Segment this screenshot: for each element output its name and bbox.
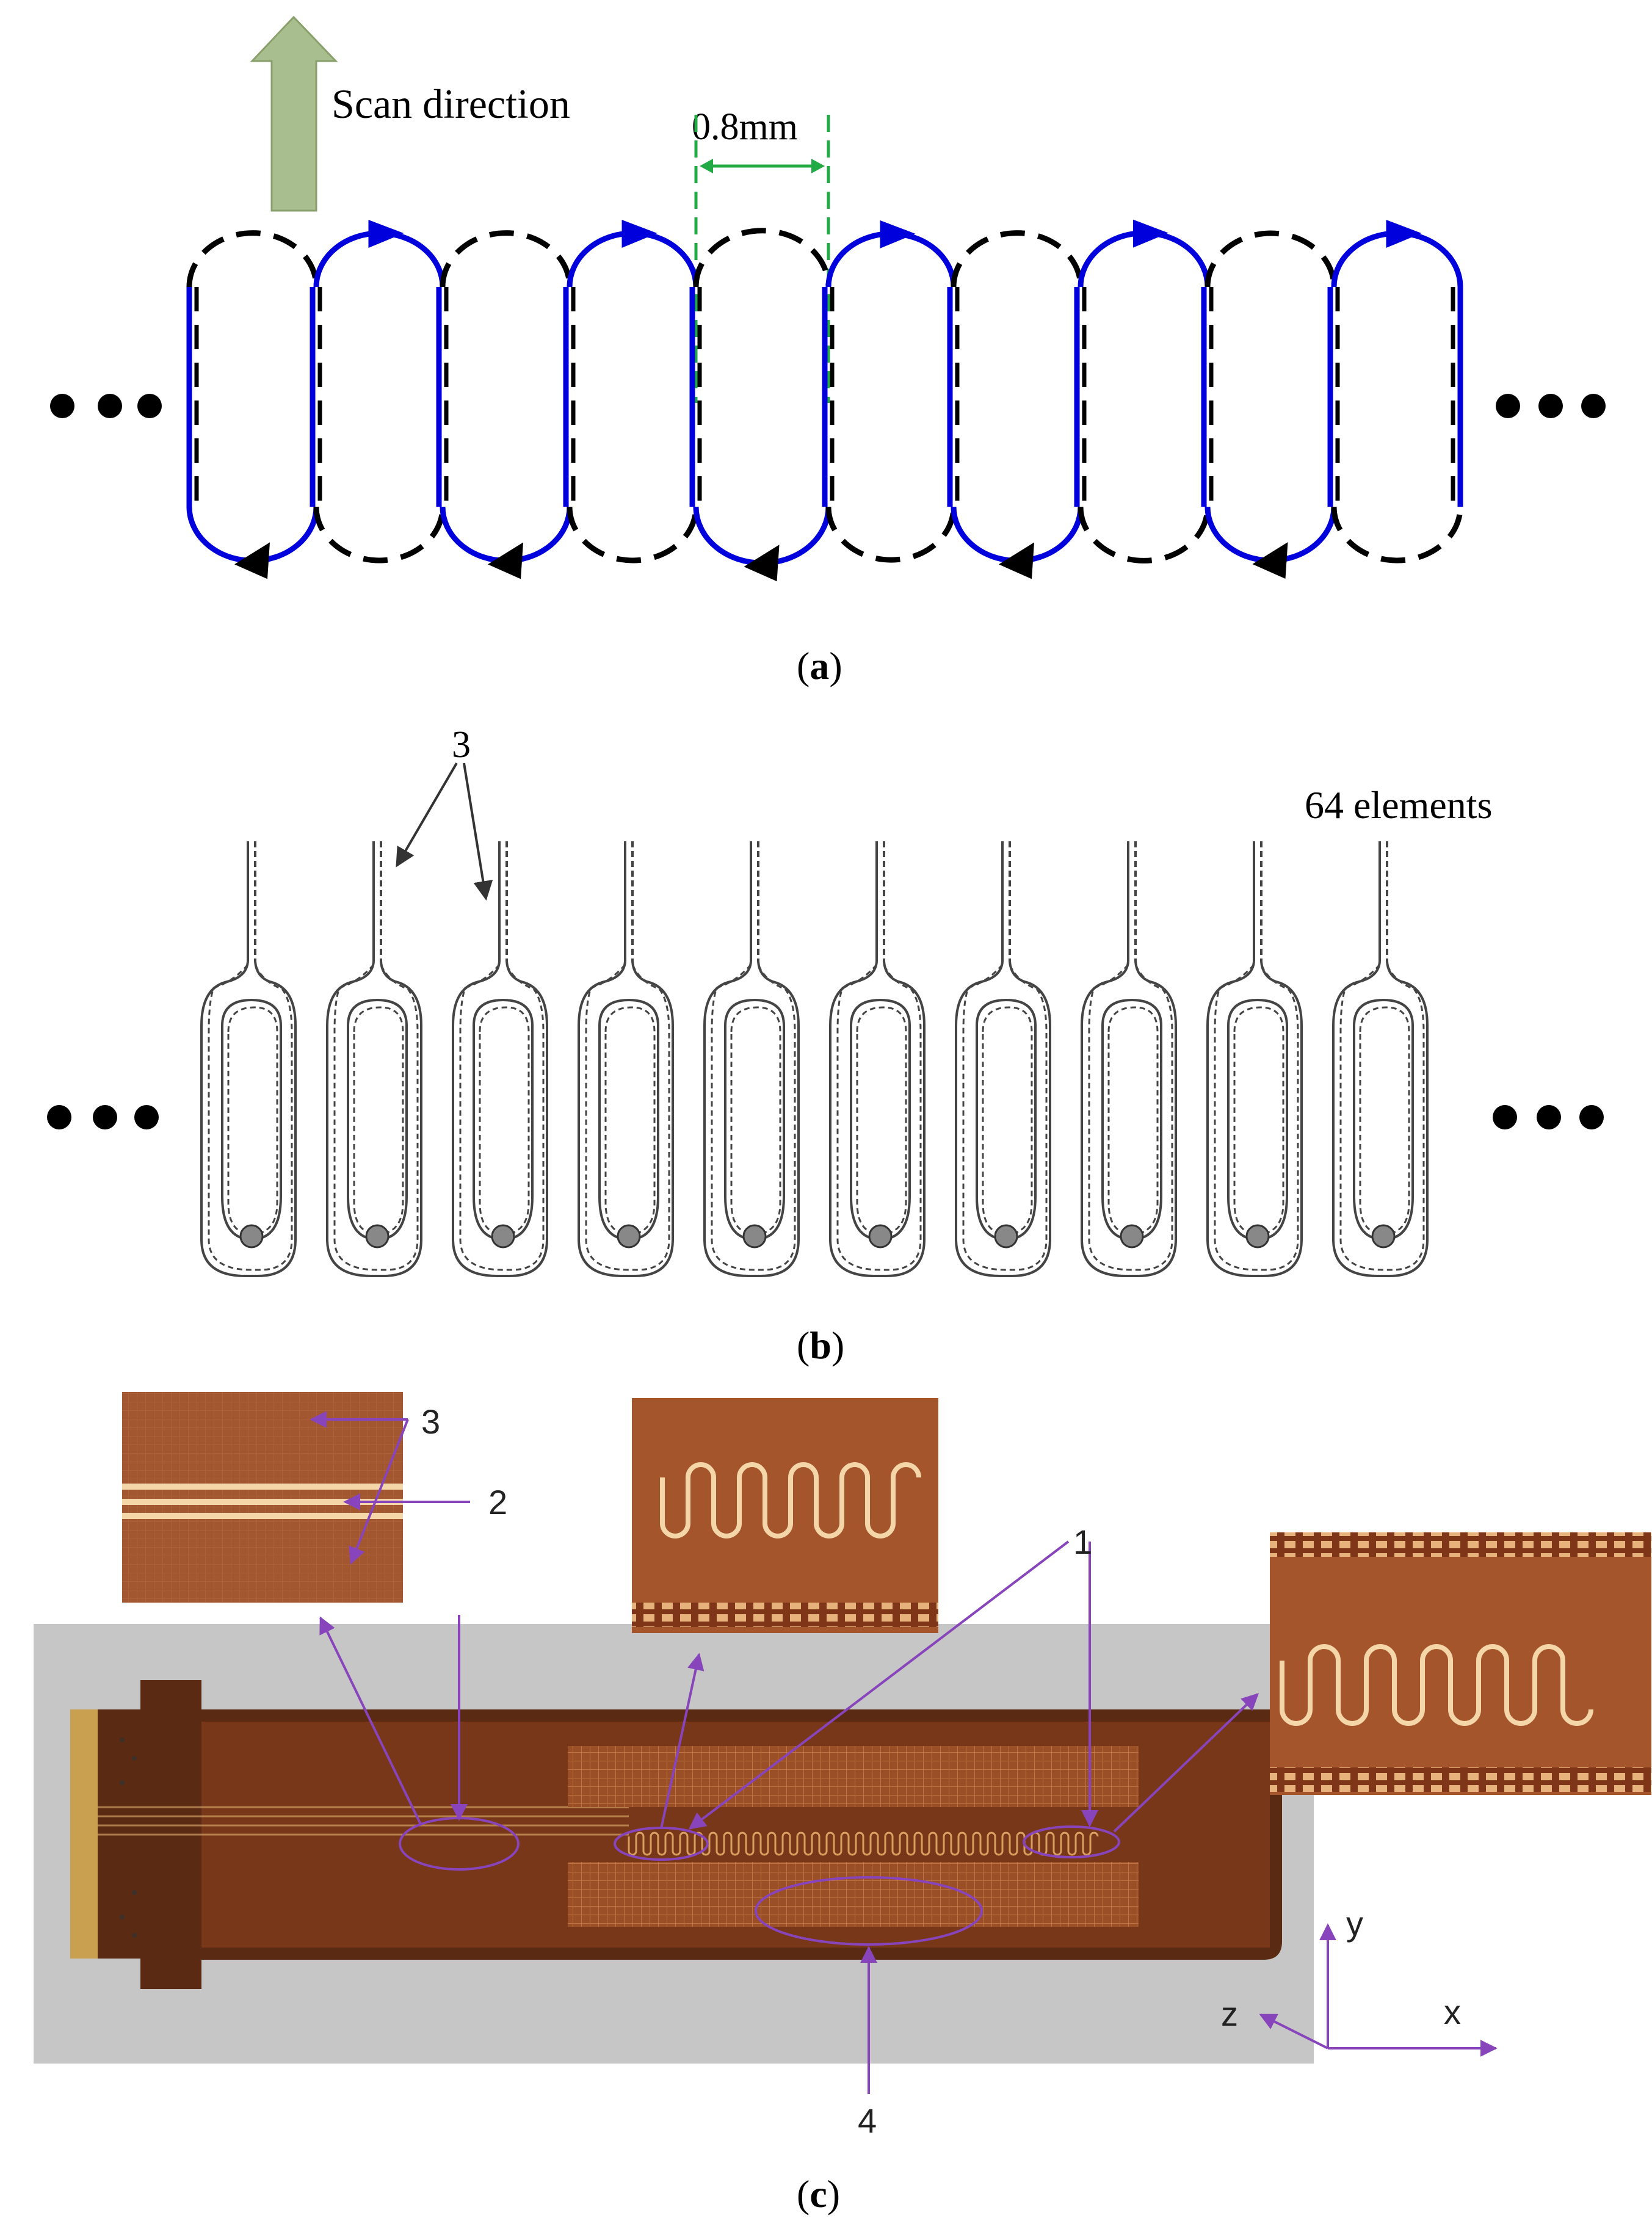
scan-direction-label: Scan direction xyxy=(331,81,570,127)
flex-circuit-board xyxy=(70,1680,1282,1989)
sensor-element xyxy=(452,841,548,1277)
coil-bottom-arc xyxy=(1331,506,1463,564)
shielding-grid-bottom xyxy=(568,1862,1139,1927)
coil-top-arc xyxy=(186,230,319,288)
panel-a: Scan direction 0.8mm (a) xyxy=(50,15,1606,687)
coil-bottom-arc xyxy=(693,506,831,566)
direction-arrowhead-icon xyxy=(744,545,780,582)
coil-top-arc xyxy=(693,228,831,288)
ellipsis-left-a xyxy=(50,394,162,418)
coil-bottom-arc xyxy=(440,506,573,564)
inset-meander-start xyxy=(632,1398,938,1633)
direction-arrowhead-icon xyxy=(1386,220,1422,248)
ellipsis-right-a xyxy=(1496,394,1606,418)
coil-bottom-arc xyxy=(825,506,957,563)
callout-2-c: 2 xyxy=(488,1483,507,1521)
caption-b: (b) xyxy=(797,1324,844,1367)
callout-1-c: 1 xyxy=(1073,1523,1092,1561)
direction-arrowhead-icon xyxy=(621,220,658,248)
elements-label: 64 elements xyxy=(1305,783,1492,827)
sensor-element xyxy=(829,841,926,1277)
direction-arrowhead-icon xyxy=(234,542,270,579)
coil-top-arc xyxy=(951,230,1084,288)
axis-y-label: y xyxy=(1346,1904,1363,1943)
sensor-element xyxy=(1332,841,1429,1277)
coil-chain xyxy=(186,219,1463,582)
sensor-element xyxy=(955,841,1051,1277)
direction-arrowhead-icon xyxy=(1133,219,1168,248)
axes-indicator xyxy=(1259,1923,1498,2057)
panel-c: 3 2 1 4 y x z (c) xyxy=(34,1392,1651,2216)
sensor-element xyxy=(703,841,800,1277)
caption-a: (a) xyxy=(797,644,842,687)
inset-parallel-traces xyxy=(122,1392,403,1603)
coil-top-arc xyxy=(1205,230,1337,288)
sensor-element xyxy=(326,841,422,1277)
coil-bottom-arc xyxy=(313,506,446,564)
pitch-dimension: 0.8mm xyxy=(692,106,830,403)
direction-arrowhead-icon xyxy=(1252,542,1288,579)
panel-b: 3 64 elements (b) xyxy=(47,724,1604,1367)
coil-bottom-arc xyxy=(951,506,1084,564)
meander-trace xyxy=(628,1832,1099,1856)
direction-arrowhead-icon xyxy=(368,220,404,248)
direction-arrowhead-icon xyxy=(999,542,1034,579)
coil-bottom-arc xyxy=(1078,506,1211,564)
axis-x-label: x xyxy=(1444,1993,1461,2031)
sensor-element xyxy=(200,841,297,1277)
sensor-element xyxy=(1081,841,1177,1277)
coil-bottom-arc xyxy=(1205,506,1337,564)
direction-arrowhead-icon xyxy=(488,542,523,579)
element-array xyxy=(200,841,1429,1277)
coil-bottom-arc xyxy=(186,506,319,564)
callout-3-c: 3 xyxy=(421,1402,440,1441)
coil-top-arc xyxy=(440,230,573,288)
pitch-label: 0.8mm xyxy=(692,106,798,148)
callout-3-b: 3 xyxy=(452,724,471,766)
shielding-grid-top xyxy=(568,1746,1139,1807)
caption-c: (c) xyxy=(797,2172,840,2216)
direction-arrowhead-icon xyxy=(880,220,916,248)
connector-pads xyxy=(70,1709,98,1959)
scan-direction-arrow-icon xyxy=(250,15,338,212)
coil-bottom-arc xyxy=(567,506,699,564)
sensor-element xyxy=(578,841,674,1277)
inset-meander-end xyxy=(1270,1532,1651,1795)
callout-arrows xyxy=(310,1411,1259,2094)
ellipsis-right-b xyxy=(1493,1105,1604,1129)
axis-z-label: z xyxy=(1221,1995,1238,2033)
callout-4-c: 4 xyxy=(858,2101,877,2140)
ellipsis-left-b xyxy=(47,1105,159,1129)
sensor-element xyxy=(1206,841,1303,1277)
